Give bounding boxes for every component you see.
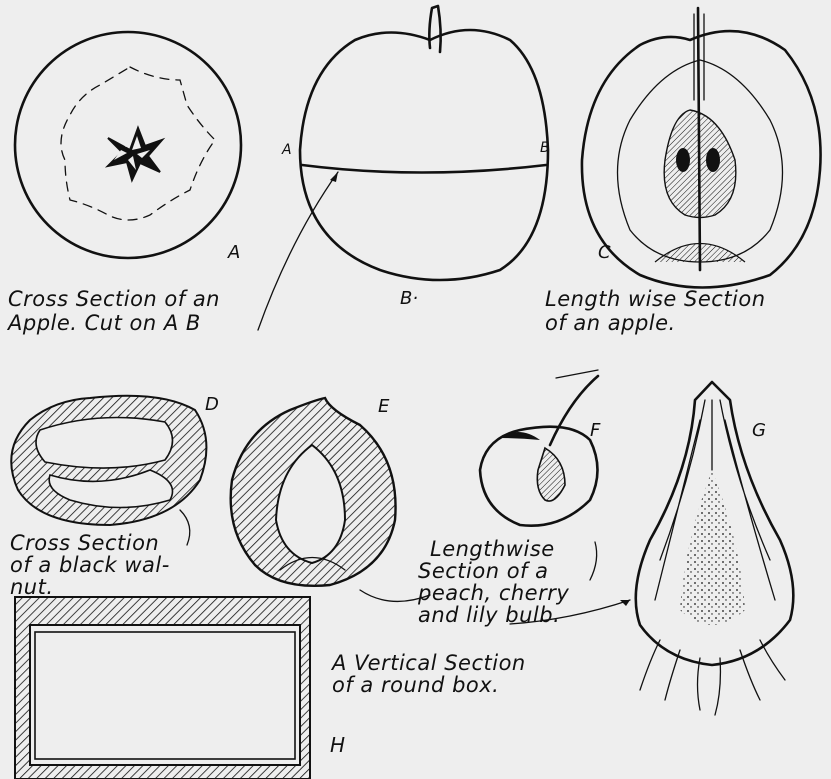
label-h: H bbox=[330, 733, 345, 757]
caption-apple-cross-line2: Apple. Cut on A B bbox=[6, 311, 201, 335]
caption-walnut: Cross Section of a black wal- nut. bbox=[10, 531, 170, 599]
label-a: A bbox=[227, 242, 240, 263]
caption-walnut-line2: of a black wal- bbox=[10, 553, 170, 577]
caption-round-box-line2: of a round box. bbox=[332, 673, 499, 697]
label-g: G bbox=[752, 420, 766, 441]
caption-round-box: A Vertical Section of a round box. bbox=[330, 651, 526, 697]
caption-pcl-line2: Section of a bbox=[418, 559, 548, 583]
caption-pcl-line1: Lengthwise bbox=[430, 537, 555, 561]
label-b: B· bbox=[400, 288, 418, 309]
label-f: F bbox=[590, 420, 601, 441]
cut-label-b: B bbox=[540, 140, 550, 156]
cut-label-a: A bbox=[281, 142, 292, 158]
caption-apple-lengthwise: Length wise Section of an apple. bbox=[545, 287, 766, 335]
caption-pcl-line4: and lily bulb. bbox=[418, 603, 560, 627]
caption-apple-cross: Cross Section of an Apple. Cut on A B bbox=[6, 287, 220, 335]
caption-apple-lengthwise-line2: of an apple. bbox=[545, 311, 676, 335]
caption-apple-cross-line1: Cross Section of an bbox=[8, 287, 220, 311]
caption-walnut-line3: nut. bbox=[10, 575, 54, 599]
caption-apple-lengthwise-line1: Length wise Section bbox=[545, 287, 766, 311]
label-d: D bbox=[205, 394, 219, 415]
apple-lengthwise-section: C bbox=[582, 8, 821, 288]
caption-walnut-line1: Cross Section bbox=[10, 531, 159, 555]
round-box-section: H bbox=[15, 597, 345, 779]
label-c: C bbox=[598, 242, 611, 263]
peach-section: E bbox=[231, 396, 430, 601]
caption-round-box-line1: A Vertical Section bbox=[330, 651, 526, 675]
caption-peach-cherry-lily: Lengthwise Section of a peach, cherry an… bbox=[417, 537, 569, 627]
apple-cross-section: A bbox=[15, 32, 241, 263]
label-e: E bbox=[378, 396, 390, 417]
apple-whole: A B B· bbox=[258, 6, 550, 330]
caption-pcl-line3: peach, cherry bbox=[417, 581, 569, 605]
walnut-cross-section: D bbox=[11, 394, 219, 545]
